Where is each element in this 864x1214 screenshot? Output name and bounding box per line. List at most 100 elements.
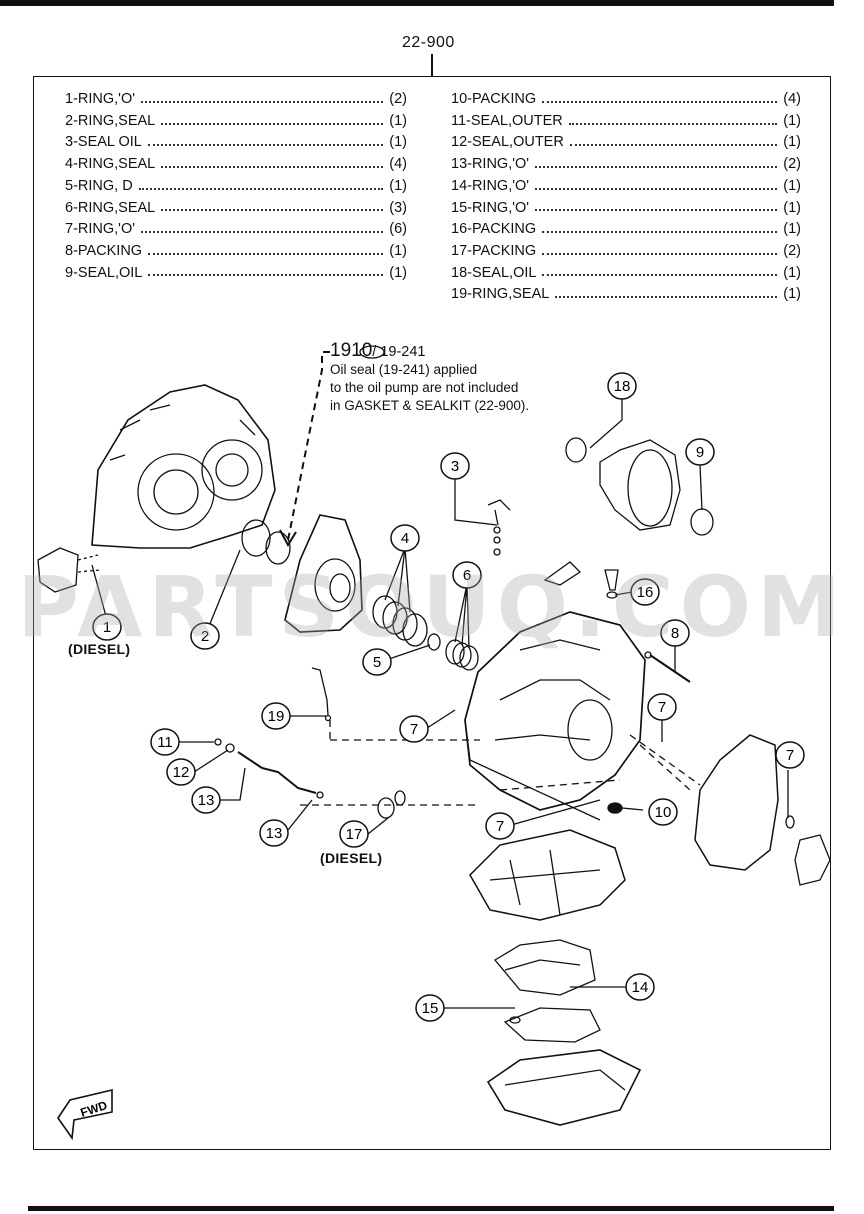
callout-number: 7 [786, 747, 794, 764]
callout-number: 12 [173, 764, 190, 781]
oil-pan [486, 1049, 642, 1126]
part-name: 9-SEAL,OIL [65, 264, 143, 281]
leader-dots [535, 209, 778, 212]
diesel-label-2: (DIESEL) [320, 850, 383, 866]
part-name: 2-RING,SEAL [65, 112, 156, 129]
part-name: 19-RING,SEAL [451, 286, 550, 303]
callout-number: 7 [496, 818, 504, 835]
part-name: 1-RING,'O' [65, 91, 135, 107]
callout-circle [259, 819, 289, 847]
parts-list-row: 6-RING,SEAL(3) [65, 198, 407, 220]
part-qty: (1) [389, 242, 407, 259]
part-qty: (2) [783, 156, 801, 173]
dipstick [311, 667, 329, 716]
callout-number: 18 [614, 378, 631, 395]
callout-circle [647, 693, 677, 721]
parts-list-row: 19-RING,SEAL(1) [451, 284, 801, 306]
seal-ref-icon [359, 345, 385, 359]
part-qty: (1) [389, 134, 407, 151]
bottom-border-bar [28, 1206, 834, 1211]
parts-list-row: 5-RING, D(1) [65, 176, 407, 198]
side-cover [694, 734, 779, 871]
callout-circle [390, 524, 420, 552]
leader-dots [148, 274, 384, 277]
part-qty: (1) [783, 134, 801, 151]
part-name: 17-PACKING [451, 242, 537, 259]
leader-dots [161, 165, 384, 168]
callout-circle [625, 973, 655, 1001]
leader-dots [542, 231, 778, 234]
seal-ring-4d [402, 613, 428, 647]
callout-circle [648, 798, 678, 826]
leader-dots [141, 100, 384, 103]
part-qty: (1) [389, 177, 407, 194]
leader-dots [568, 122, 778, 125]
part-qty: (3) [389, 199, 407, 216]
callout-number: 4 [401, 530, 409, 547]
parts-list-left: 1-RING,'O'(2)2-RING,SEAL(1)3-SEAL OIL(1)… [65, 89, 407, 284]
leader-dots [535, 165, 778, 168]
oil-pipe [237, 751, 317, 794]
callout-number: 14 [632, 979, 649, 996]
callout-circle [190, 622, 220, 650]
callout-number: 19 [268, 708, 285, 725]
o-ring-oilpump [265, 531, 291, 565]
extension-housing [599, 439, 681, 531]
seal-ring-2 [241, 519, 271, 557]
leader-dots [535, 187, 778, 190]
leader-dots [542, 252, 778, 255]
seal-outer-11 [214, 738, 222, 746]
top-border-bar [0, 0, 834, 6]
part-name: 12-SEAL,OUTER [451, 134, 564, 151]
diesel-label-1: (DIESEL) [68, 641, 131, 657]
part-qty: (1) [389, 264, 407, 281]
parts-list-row: 8-PACKING(1) [65, 241, 407, 263]
callout-circle [92, 613, 122, 641]
leader-dots [161, 122, 384, 125]
callout-number: 5 [373, 654, 381, 671]
seal-oil-9 [690, 508, 714, 536]
control-valve-body [469, 829, 626, 921]
parts-list-row: 12-SEAL,OUTER (1) [451, 132, 801, 154]
parts-list-row: 18-SEAL,OIL(1) [451, 263, 801, 285]
seal-oil-18 [565, 437, 587, 463]
part-qty: (1) [783, 199, 801, 216]
parts-list-row: 17-PACKING(2) [451, 241, 801, 263]
plug-16 [604, 569, 619, 591]
d-ring-5 [427, 633, 441, 651]
callout-circle [339, 820, 369, 848]
leader-dots [569, 144, 778, 147]
callout-number: 16 [637, 584, 654, 601]
parts-list-row: 13-RING,'O' (2) [451, 154, 801, 176]
parts-list-right: 10-PACKING(4)11-SEAL,OUTER(1)12-SEAL,OUT… [451, 89, 801, 306]
transmission-case [464, 611, 646, 811]
leader-dots [141, 231, 384, 234]
parts-list-row: 14-RING,'O'(1) [451, 176, 801, 198]
leader-dots [147, 144, 384, 147]
part-name: 16-PACKING [451, 221, 537, 238]
part-qty: (1) [389, 112, 407, 129]
parts-list-row: 1-RING,'O'(2) [65, 89, 407, 111]
side-bracket [794, 834, 831, 886]
callout-number: 17 [346, 826, 363, 843]
leader-dots [161, 209, 384, 212]
part-name: 13-RING,'O' [451, 156, 530, 173]
oil-filter [503, 1007, 601, 1043]
parts-list-row: 7-RING,'O'(6) [65, 219, 407, 241]
part-qty: (1) [783, 112, 801, 129]
parts-list-row: 9-SEAL,OIL (1) [65, 263, 407, 285]
parts-list-row: 15-RING,'O'(1) [451, 198, 801, 220]
part-name: 4-RING,SEAL [65, 156, 156, 173]
part-name: 18-SEAL,OIL [451, 264, 537, 281]
part-qty: (1) [783, 177, 801, 194]
note-leader-arrow [287, 351, 330, 541]
packing-17 [377, 797, 395, 819]
callout-number: 13 [266, 825, 283, 842]
packing-10 [607, 802, 623, 814]
seal-outer-12 [225, 743, 235, 753]
parts-list-row: 3-SEAL OIL(1) [65, 132, 407, 154]
parts-list-row: 11-SEAL,OUTER(1) [451, 111, 801, 133]
callout-number: 2 [201, 628, 209, 645]
